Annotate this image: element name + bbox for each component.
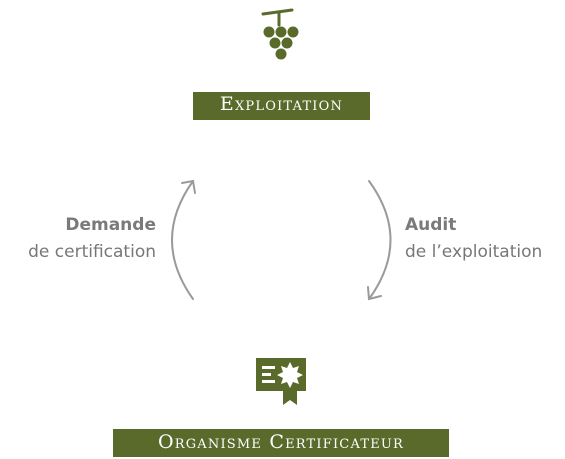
audit-text: Audit de l’exploitation [405,212,542,266]
right-arrow [367,180,392,301]
certificate-badge-icon [256,358,306,405]
request-title: Demande [65,215,156,235]
certifying-body-label: Organisme Certificateur [113,429,449,457]
grape-cluster-icon [261,8,299,60]
left-arrow [171,179,196,300]
request-subtitle: de certification [28,242,156,262]
exploitation-label: Exploitation [193,92,370,120]
audit-subtitle: de l’exploitation [405,242,543,262]
audit-title: Audit [405,215,457,235]
request-certification-text: Demande de certification [28,212,156,266]
